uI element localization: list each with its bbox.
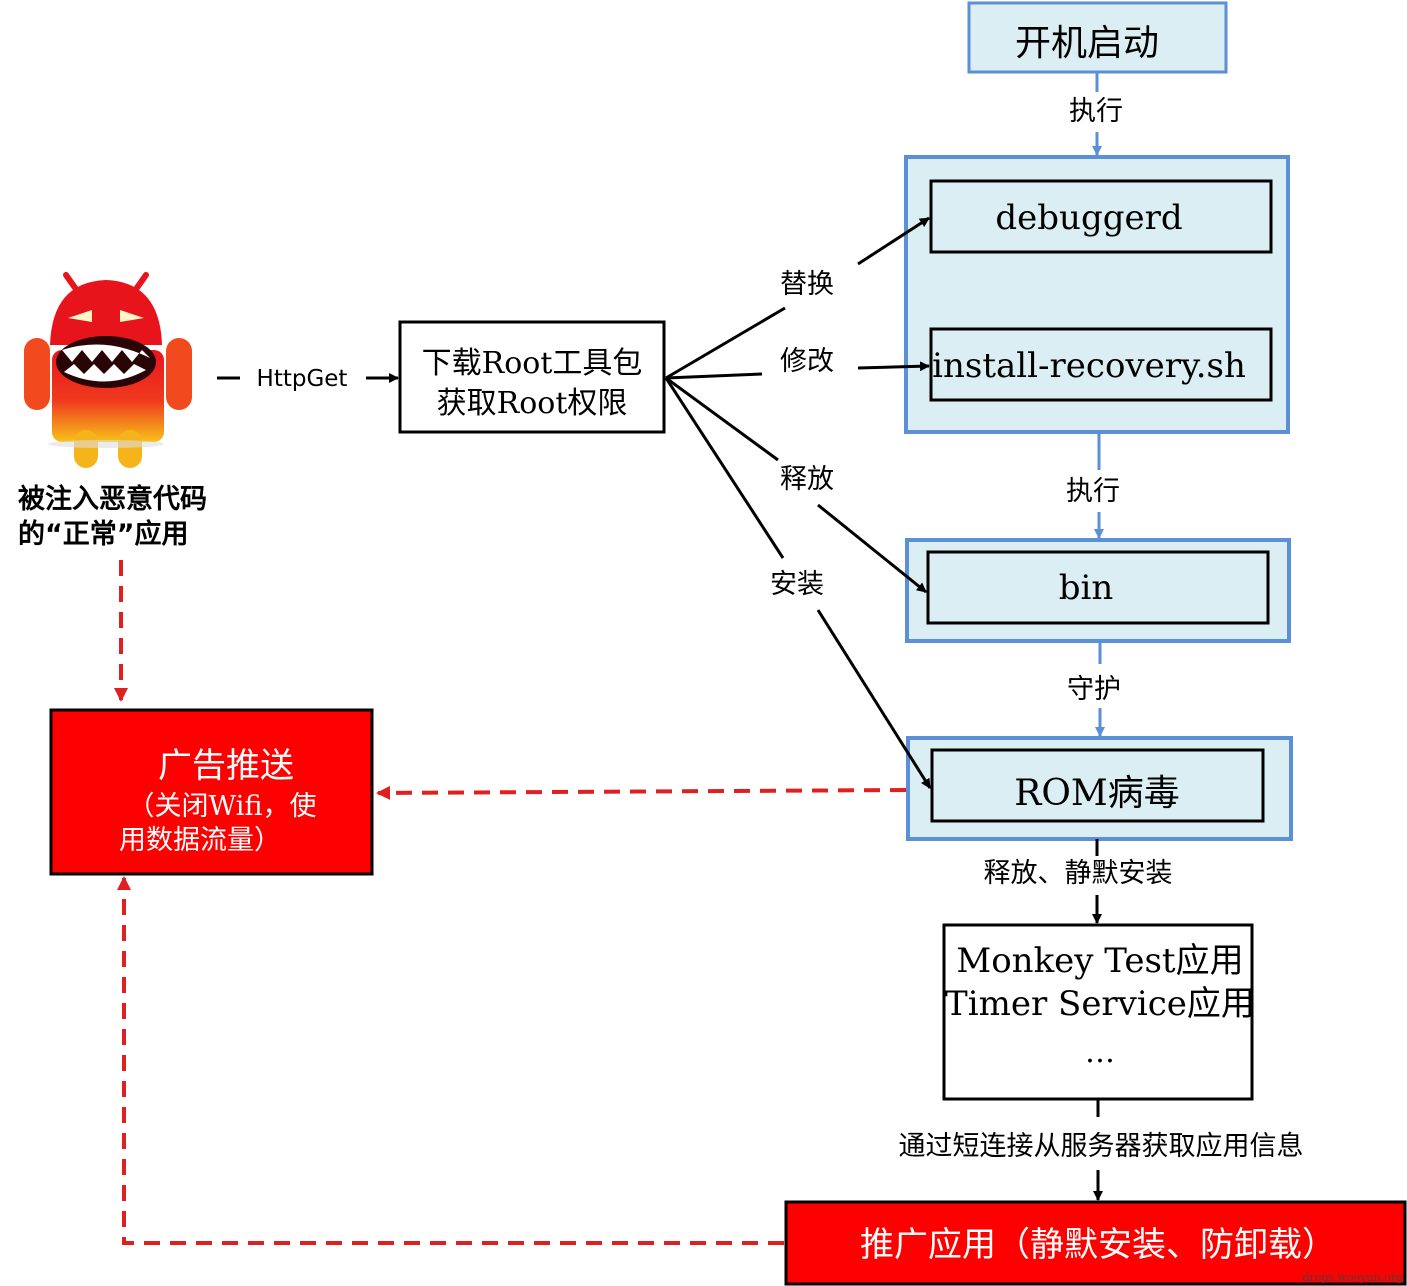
modify-label: 修改 (780, 346, 834, 377)
ad-push-line3: 用数据流量） (119, 825, 281, 856)
release-edge-start (665, 376, 779, 462)
execute-2-label: 执行 (1066, 476, 1120, 507)
promote-apps-label: 推广应用（静默安装、防卸载） (860, 1225, 1336, 1265)
promote-to-ad-edge (117, 876, 784, 1245)
modify-edge-arrow (857, 361, 930, 372)
ad-push-title: 广告推送 (158, 746, 294, 786)
install-edge-start (664, 377, 785, 559)
evil-android-robot-icon (24, 272, 192, 468)
boot-node: 开机启动 (967, 1, 1228, 74)
httpget-label: HttpGet (257, 366, 348, 392)
install-edge-arrow (816, 609, 932, 789)
system-files-group: debuggerd install-recovery.sh (904, 155, 1290, 434)
infected-app-line1: 被注入恶意代码 (18, 483, 207, 515)
debuggerd-node: debuggerd (929, 179, 1273, 254)
download-root-line2: 获取Root权限 (437, 386, 628, 421)
replace-edge-start (665, 306, 786, 380)
install-label: 安装 (770, 569, 824, 600)
apps-line1: Monkey Test应用 (956, 941, 1243, 981)
bin-group: bin (905, 538, 1291, 643)
rom-virus-node: ROM病毒 (930, 748, 1265, 823)
rom-virus-label: ROM病毒 (1014, 773, 1179, 814)
download-root-node: 下载Root工具包 获取Root权限 (398, 320, 666, 434)
bin-label: bin (1059, 568, 1114, 608)
replace-label: 替换 (780, 269, 834, 300)
boot-label: 开机启动 (1015, 23, 1159, 64)
release-silent-install-label: 释放、静默安装 (984, 858, 1173, 889)
apps-line2: Timer Service应用 (945, 984, 1255, 1024)
guard-label: 守护 (1067, 674, 1121, 705)
release-label: 释放 (780, 464, 834, 495)
bin-node: bin (926, 550, 1270, 625)
infected-app-line2: 的“正常”应用 (18, 518, 189, 550)
modify-edge-start (665, 372, 763, 380)
debuggerd-label: debuggerd (995, 198, 1182, 238)
watermark: drops.wooyun.org (1302, 1271, 1403, 1284)
fetch-app-info-label: 通过短连接从服务器获取应用信息 (899, 1131, 1304, 1162)
install-recovery-node: install-recovery.sh (929, 327, 1273, 402)
rom-virus-group: ROM病毒 (906, 736, 1293, 841)
apps-node: Monkey Test应用 Timer Service应用 … (942, 923, 1255, 1101)
download-root-line1: 下载Root工具包 (422, 346, 643, 381)
execute-1-label: 执行 (1069, 96, 1123, 127)
apps-line3: … (1085, 1035, 1115, 1070)
replace-edge-arrow (857, 216, 930, 266)
install-recovery-label: install-recovery.sh (932, 346, 1246, 386)
promote-apps-node: 推广应用（静默安装、防卸载） (784, 1200, 1407, 1286)
release-edge-arrow (817, 503, 927, 594)
rom-to-ad-edge (376, 785, 907, 800)
ad-push-node: 广告推送 （关闭Wifi，使 用数据流量） (49, 708, 374, 876)
ad-push-line2: （关闭Wifi，使 (128, 791, 317, 822)
